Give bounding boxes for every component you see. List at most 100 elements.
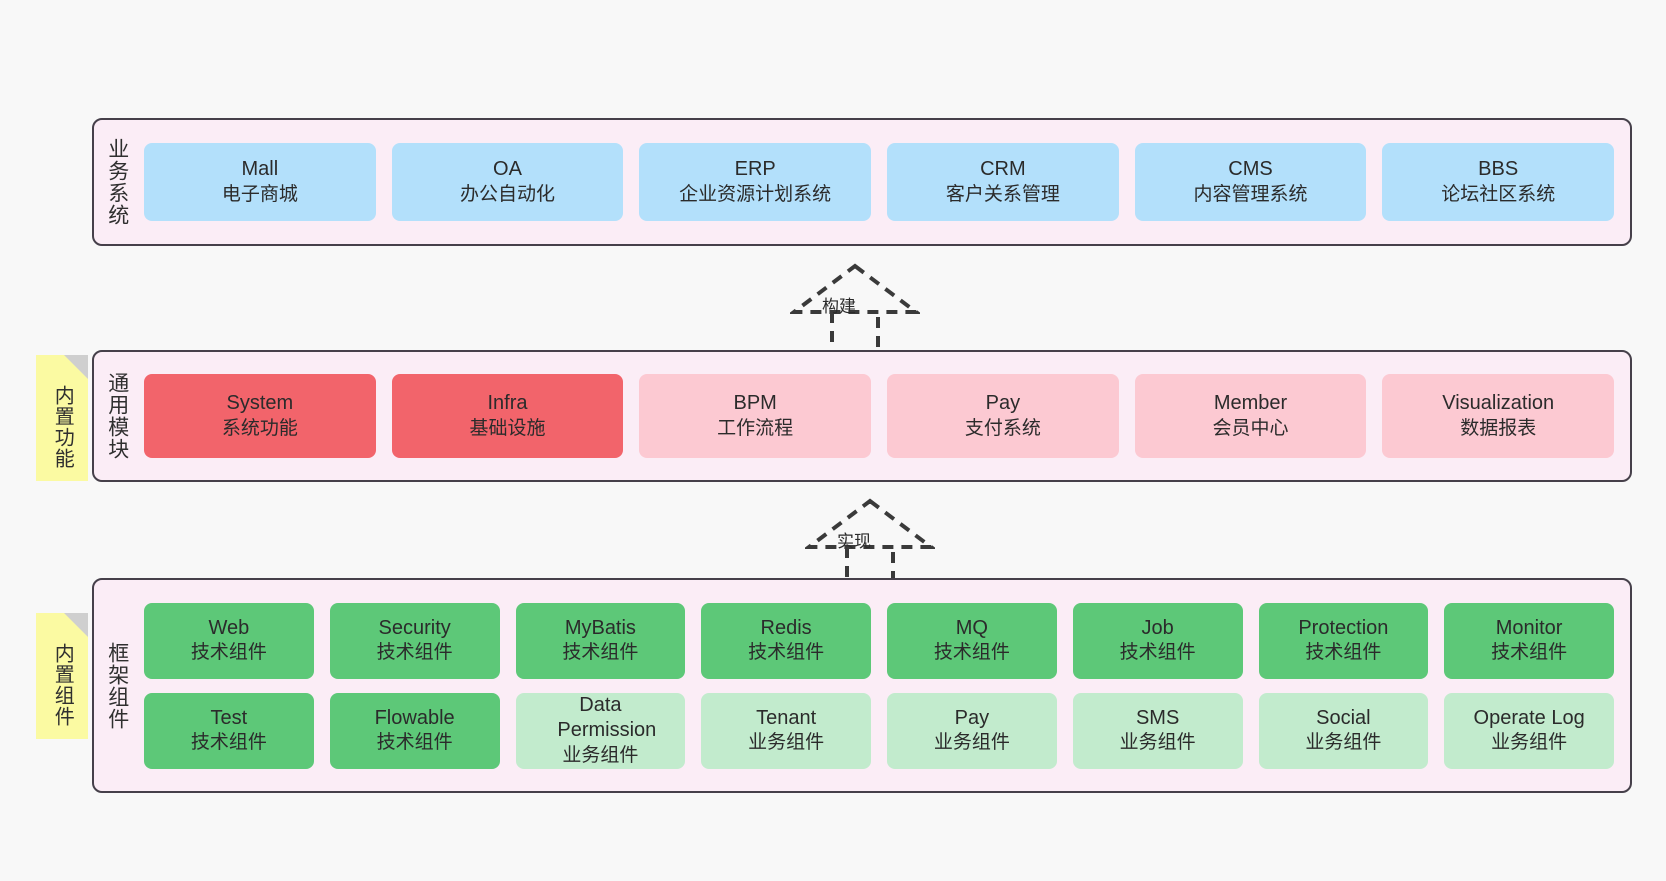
card-operate-log[interactable]: Operate Log 业务组件: [1444, 692, 1614, 769]
layer-title-common-module: 通用模块: [105, 372, 129, 460]
card-redis[interactable]: Redis 技术组件: [701, 602, 871, 679]
card-title: SMS: [1135, 706, 1180, 729]
card-subtitle: 系统功能: [221, 417, 298, 439]
card-title: Test: [210, 706, 248, 729]
card-subtitle: 技术组件: [190, 642, 267, 664]
card-pay-module[interactable]: Pay 支付系统: [887, 374, 1119, 458]
card-row-technical: Web 技术组件 Security 技术组件 MyBatis 技术组件 Redi…: [144, 602, 1614, 679]
card-bbs[interactable]: BBS 论坛社区系统: [1382, 143, 1615, 221]
card-subtitle: 办公自动化: [460, 183, 556, 205]
card-subtitle: 技术组件: [933, 642, 1010, 664]
card-title: Flowable: [374, 706, 455, 729]
card-sms[interactable]: SMS 业务组件: [1072, 692, 1243, 769]
card-visualization[interactable]: Visualization 数据报表: [1382, 374, 1615, 458]
card-member[interactable]: Member 会员中心: [1134, 374, 1367, 458]
card-title: MyBatis: [564, 616, 636, 639]
card-title: BBS: [1478, 158, 1519, 181]
card-title: MQ: [955, 616, 988, 639]
connector-build-label: 构建: [822, 297, 856, 316]
card-title: Mall: [241, 158, 279, 181]
layer-title-business-system: 业务系统: [105, 138, 129, 226]
card-subtitle: 基础设施: [469, 417, 546, 439]
card-social[interactable]: Social 业务组件: [1258, 692, 1429, 769]
card-subtitle: 内容管理系统: [1193, 183, 1308, 205]
card-row: System 系统功能 Infra 基础设施 BPM 工作流程 Pay 支付系统…: [144, 374, 1615, 458]
card-title: Web: [208, 616, 250, 639]
layer-body-framework-component: Web 技术组件 Security 技术组件 MyBatis 技术组件 Redi…: [140, 580, 1630, 791]
card-title: Tenant: [756, 706, 817, 729]
card-crm[interactable]: CRM 客户关系管理: [887, 143, 1119, 221]
card-subtitle: 业务组件: [933, 732, 1010, 754]
card-monitor[interactable]: Monitor 技术组件: [1444, 602, 1614, 679]
card-title: Visualization: [1442, 392, 1555, 415]
card-subtitle: 业务组件: [1491, 732, 1568, 754]
card-subtitle: 数据报表: [1460, 417, 1537, 439]
card-subtitle: 业务组件: [1305, 732, 1382, 754]
layer-framework-component[interactable]: 框架组件 Web 技术组件 Security 技术组件 MyBatis 技术组件…: [92, 578, 1632, 793]
card-title: Security: [378, 616, 451, 639]
layer-body-business-system: Mall 电子商城 OA 办公自动化 ERP 企业资源计划系统 CRM 客户关系…: [140, 120, 1630, 244]
card-oa[interactable]: OA 办公自动化: [391, 143, 624, 221]
card-title: OA: [493, 158, 522, 181]
card-mq[interactable]: MQ 技术组件: [887, 602, 1057, 679]
card-subtitle: 会员中心: [1212, 417, 1289, 439]
card-row-business: Test 技术组件 Flowable 技术组件 Data Permission …: [144, 692, 1614, 769]
card-title: Protection: [1298, 616, 1389, 639]
card-mybatis[interactable]: MyBatis 技术组件: [515, 602, 686, 679]
card-title: CRM: [980, 158, 1026, 181]
card-subtitle: 业务组件: [562, 744, 639, 766]
page-fold-icon: [64, 355, 88, 379]
card-title: Job: [1141, 616, 1174, 639]
layer-body-common-module: System 系统功能 Infra 基础设施 BPM 工作流程 Pay 支付系统…: [140, 352, 1630, 480]
note-builtin-component[interactable]: 内置组件: [36, 613, 88, 739]
card-subtitle: 技术组件: [376, 732, 453, 754]
card-subtitle: 技术组件: [190, 732, 267, 754]
card-subtitle: 支付系统: [964, 417, 1041, 439]
card-cms[interactable]: CMS 内容管理系统: [1134, 143, 1367, 221]
card-mall[interactable]: Mall 电子商城: [144, 143, 376, 221]
note-label: 内置组件: [51, 643, 74, 727]
card-subtitle: 工作流程: [717, 417, 794, 439]
note-label: 内置功能: [51, 385, 74, 469]
card-web[interactable]: Web 技术组件: [144, 602, 314, 679]
card-job[interactable]: Job 技术组件: [1072, 602, 1243, 679]
card-row: Mall 电子商城 OA 办公自动化 ERP 企业资源计划系统 CRM 客户关系…: [144, 143, 1615, 221]
note-builtin-function[interactable]: 内置功能: [36, 355, 88, 481]
card-title: Operate Log: [1473, 706, 1585, 729]
card-subtitle: 电子商城: [221, 183, 298, 205]
card-subtitle: 论坛社区系统: [1441, 183, 1556, 205]
card-security[interactable]: Security 技术组件: [329, 602, 500, 679]
card-title: CMS: [1228, 158, 1273, 181]
card-title: Member: [1213, 392, 1288, 415]
card-flowable[interactable]: Flowable 技术组件: [329, 692, 500, 769]
card-subtitle: 客户关系管理: [945, 183, 1060, 205]
card-infra[interactable]: Infra 基础设施: [391, 374, 624, 458]
card-subtitle: 技术组件: [1305, 642, 1382, 664]
connector-implement-label: 实现: [837, 532, 871, 551]
card-title: Pay: [954, 706, 990, 729]
card-title: Data Permission: [557, 693, 657, 742]
card-system[interactable]: System 系统功能: [144, 374, 376, 458]
card-subtitle: 业务组件: [748, 732, 825, 754]
layer-common-module[interactable]: 通用模块 System 系统功能 Infra 基础设施 BPM 工作流程 Pay: [92, 350, 1632, 482]
card-subtitle: 技术组件: [748, 642, 825, 664]
card-protection[interactable]: Protection 技术组件: [1258, 602, 1429, 679]
card-subtitle: 企业资源计划系统: [679, 183, 832, 205]
layer-business-system[interactable]: 业务系统 Mall 电子商城 OA 办公自动化 ERP 企业资源计划系统 CRM: [92, 118, 1632, 246]
card-data-permission[interactable]: Data Permission 业务组件: [515, 692, 686, 769]
card-subtitle: 业务组件: [1119, 732, 1196, 754]
card-subtitle: 技术组件: [1491, 642, 1568, 664]
card-test[interactable]: Test 技术组件: [144, 692, 314, 769]
layer-title-framework-component: 框架组件: [105, 641, 129, 730]
card-title: Redis: [760, 616, 812, 639]
card-pay-component[interactable]: Pay 业务组件: [887, 692, 1057, 769]
card-title: Monitor: [1495, 616, 1563, 639]
card-bpm[interactable]: BPM 工作流程: [639, 374, 872, 458]
card-title: Pay: [985, 392, 1021, 415]
card-tenant[interactable]: Tenant 业务组件: [701, 692, 871, 769]
page-fold-icon: [64, 613, 88, 637]
card-erp[interactable]: ERP 企业资源计划系统: [639, 143, 872, 221]
card-subtitle: 技术组件: [562, 642, 639, 664]
card-subtitle: 技术组件: [376, 642, 453, 664]
